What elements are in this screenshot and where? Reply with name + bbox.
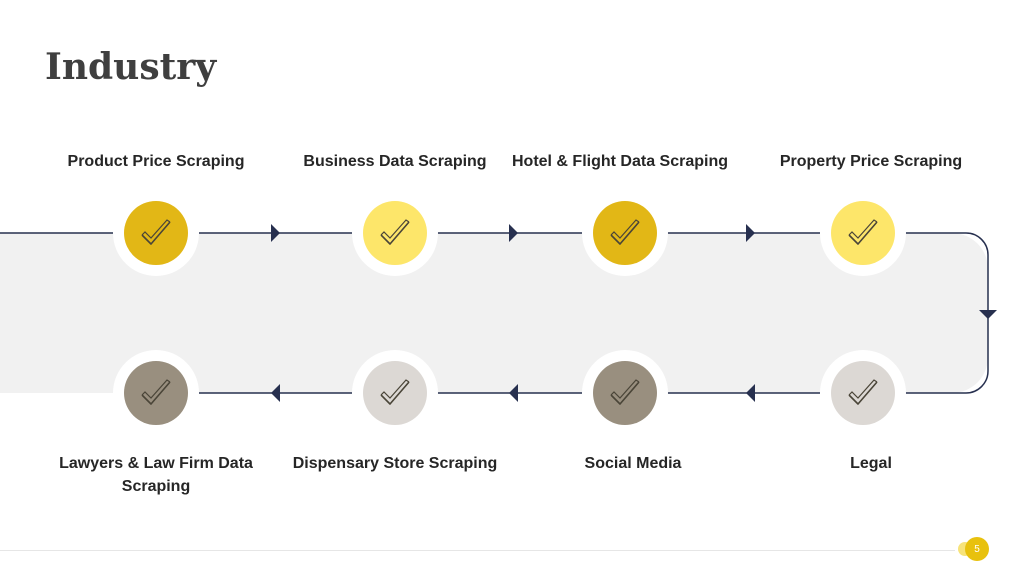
check-icon	[848, 219, 878, 245]
label-hotel-flight-data-scraping: Hotel & Flight Data Scraping	[511, 153, 728, 170]
node-circle	[363, 361, 427, 425]
node-property-price-scraping	[820, 190, 906, 276]
label-social-media: Social Media	[584, 455, 682, 472]
footer-divider	[0, 550, 955, 551]
node-social-media	[582, 350, 668, 436]
arrow-left-icon	[509, 384, 518, 402]
arrow-left-icon	[746, 384, 755, 402]
node-business-data-scraping	[352, 190, 438, 276]
page-number-badge: 5	[965, 537, 989, 561]
label-product-price-scraping: Product Price Scraping	[67, 153, 245, 170]
node-dispensary-store-scraping	[352, 350, 438, 436]
check-icon	[610, 219, 640, 245]
node-circle	[593, 361, 657, 425]
node-legal	[820, 350, 906, 436]
node-circle	[363, 201, 427, 265]
check-icon	[848, 379, 878, 405]
label-lawyers-law-firm-data-scraping: Lawyers & Law Firm Data Scraping	[59, 455, 253, 495]
label-legal: Legal	[850, 455, 892, 472]
node-circle	[593, 201, 657, 265]
node-lawyers-law-firm-data-scraping	[113, 350, 199, 436]
arrow-down-icon	[979, 310, 997, 319]
node-product-price-scraping	[113, 190, 199, 276]
node-circle	[831, 201, 895, 265]
arrow-right-icon	[509, 224, 518, 242]
node-hotel-flight-data-scraping	[582, 190, 668, 276]
node-circle	[124, 361, 188, 425]
page-title: Industry	[45, 46, 217, 88]
node-circle	[124, 201, 188, 265]
label-dispensary-store-scraping: Dispensary Store Scraping	[292, 455, 498, 472]
label-business-data-scraping: Business Data Scraping	[303, 153, 487, 170]
node-circle	[831, 361, 895, 425]
check-icon	[380, 219, 410, 245]
arrow-right-icon	[746, 224, 755, 242]
arrow-right-icon	[271, 224, 280, 242]
arrow-left-icon	[271, 384, 280, 402]
check-icon	[141, 219, 171, 245]
check-icon	[141, 379, 171, 405]
check-icon	[610, 379, 640, 405]
check-icon	[380, 379, 410, 405]
label-property-price-scraping: Property Price Scraping	[779, 153, 963, 170]
